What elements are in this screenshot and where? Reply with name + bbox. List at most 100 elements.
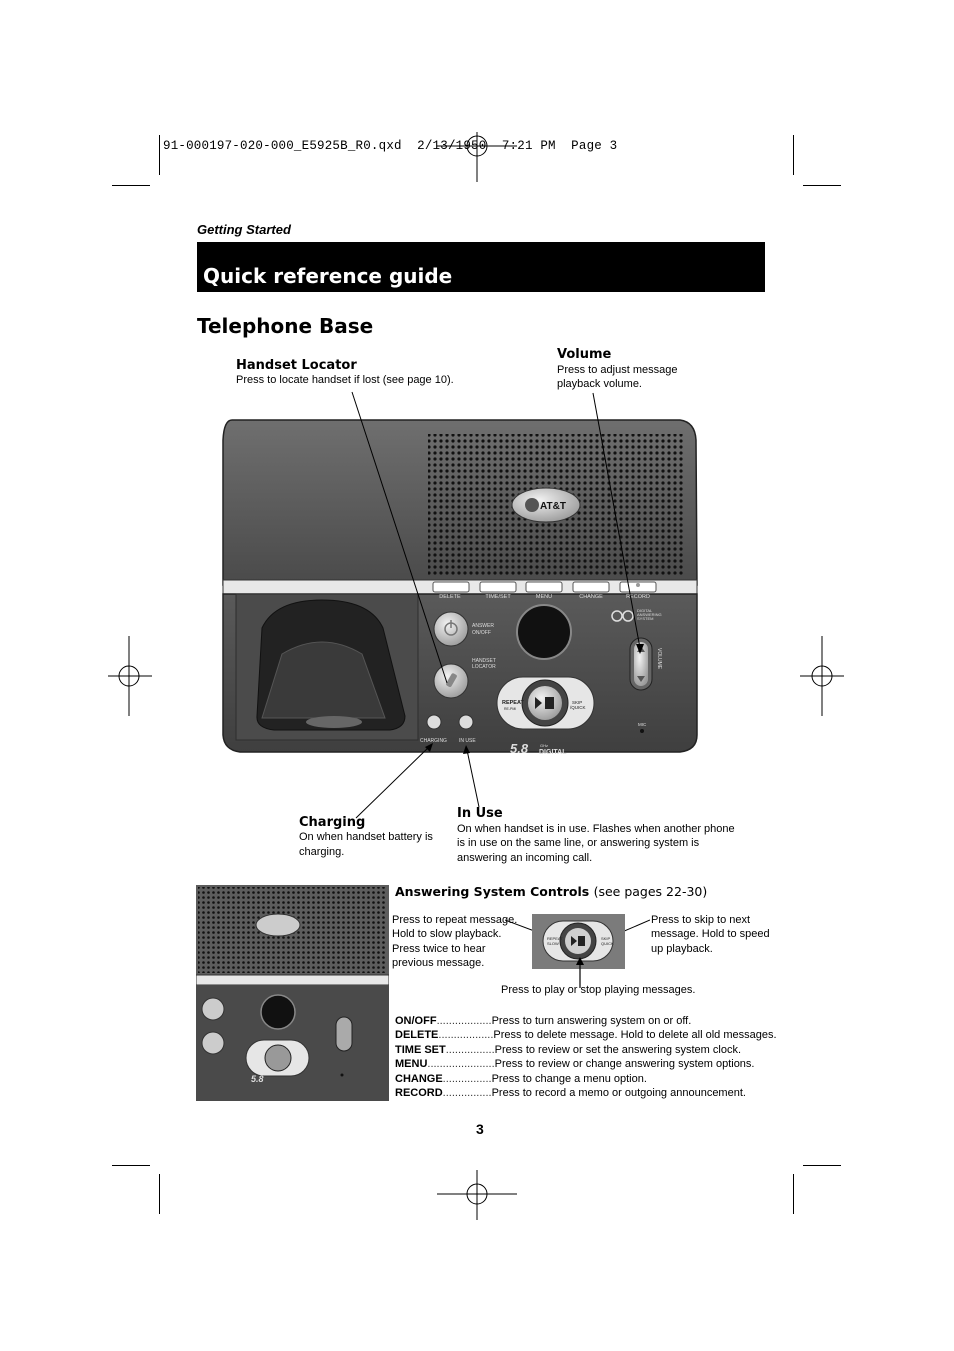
title-banner bbox=[197, 242, 765, 292]
handset-locator-title: Handset Locator bbox=[236, 358, 357, 373]
in-use-text-1: On when handset is in use. Flashes when … bbox=[457, 823, 735, 835]
skip-note-3: up playback. bbox=[651, 943, 713, 955]
section-label: Getting Started bbox=[197, 222, 291, 237]
repeat-note-4: previous message. bbox=[392, 957, 485, 969]
menu-label: MENU bbox=[536, 594, 552, 600]
in-use-text-2: is in use on the same line, or answering… bbox=[457, 837, 700, 849]
das-label-2: ANSWERING bbox=[637, 612, 662, 617]
telephone-base-illustration: AT&T DELETE TIME/SET MENU CHANGE RECORD … bbox=[222, 391, 698, 819]
volume-text-2: playback volume. bbox=[557, 378, 642, 390]
handset-locator-button-icon bbox=[433, 663, 469, 699]
control-key: MENU bbox=[395, 1058, 428, 1070]
repeat-note-1: Press to repeat message. bbox=[392, 914, 518, 926]
registration-mark-icon bbox=[108, 636, 152, 716]
volume-title: Volume bbox=[557, 347, 612, 362]
control-row-on-off: ON/OFF..................Press to turn an… bbox=[395, 1015, 691, 1027]
in-use-led bbox=[458, 714, 474, 730]
leader-line-locator bbox=[351, 391, 448, 684]
leader-line-charging bbox=[355, 744, 432, 819]
repeat-sub-label: RE-PMI bbox=[504, 707, 516, 711]
mic-label: MIC bbox=[638, 722, 647, 727]
small-repeat-label-1: REPEAT bbox=[547, 936, 563, 941]
control-desc: Press to change a menu option. bbox=[491, 1073, 647, 1085]
control-dots: ................ bbox=[442, 1087, 492, 1099]
small-skip-label-2: QUICK bbox=[601, 941, 614, 946]
control-dots: .................. bbox=[436, 1015, 492, 1027]
repeat-label: REPEAT bbox=[502, 700, 525, 706]
file-slug: 91-000197-020-000_E5925B_R0.qxd 2/13/195… bbox=[163, 139, 618, 153]
control-key: CHANGE bbox=[395, 1073, 443, 1085]
control-row-record: RECORD................Press to record a … bbox=[395, 1087, 746, 1099]
answering-controls-pages: (see pages 22-30) bbox=[593, 884, 708, 899]
small-base-thumbnail: 5.8 bbox=[196, 885, 389, 1101]
charging-text-2: charging. bbox=[299, 846, 345, 858]
control-desc: Press to turn answering system on or off… bbox=[491, 1015, 692, 1027]
control-desc: Press to review or set the answering sys… bbox=[494, 1044, 742, 1056]
locator-label-2: LOCATOR bbox=[472, 664, 496, 670]
answering-system-logo-icon bbox=[611, 610, 634, 622]
answer-button-icon bbox=[433, 611, 469, 647]
control-dots: .................. bbox=[438, 1029, 494, 1041]
control-dots: ...................... bbox=[427, 1058, 495, 1070]
small-repeat-label-2: SLOW bbox=[547, 941, 559, 946]
answering-controls-heading: Answering System Controls bbox=[395, 884, 590, 899]
handset-locator-text: Press to locate handset if lost (see pag… bbox=[236, 374, 454, 386]
ghz-label: GHz bbox=[540, 743, 548, 748]
mic-hole bbox=[640, 729, 644, 733]
control-key: DELETE bbox=[395, 1029, 439, 1041]
control-dots: ................ bbox=[445, 1044, 495, 1056]
control-row-menu: MENU......................Press to revie… bbox=[395, 1058, 754, 1070]
function-buttons bbox=[432, 581, 657, 593]
charging-text-1: On when handset battery is bbox=[299, 831, 433, 843]
volume-text-1: Press to adjust message bbox=[557, 364, 678, 376]
registration-mark-icon bbox=[437, 132, 517, 182]
change-label: CHANGE bbox=[579, 594, 603, 600]
page-title: Telephone Base bbox=[197, 314, 374, 338]
crop-mark bbox=[803, 185, 841, 186]
control-key: TIME SET bbox=[395, 1044, 446, 1056]
volume-label: VOLUME bbox=[656, 648, 662, 670]
answer-label-2: ON/OFF bbox=[472, 630, 491, 636]
banner-title: Quick reference guide bbox=[203, 264, 453, 288]
das-label-3: SYSTEM bbox=[637, 616, 653, 621]
control-desc: Press to review or change answering syst… bbox=[494, 1058, 755, 1070]
delete-label: DELETE bbox=[439, 594, 461, 600]
small-skip-label-1: SKIP bbox=[601, 936, 610, 941]
model-label: 5.8 bbox=[510, 741, 529, 756]
digital-label: DIGITAL bbox=[539, 749, 567, 756]
control-row-change: CHANGE................Press to change a … bbox=[395, 1073, 647, 1085]
registration-mark-icon bbox=[437, 1170, 517, 1220]
skip-note-2: message. Hold to speed bbox=[651, 928, 770, 940]
in-use-label: IN USE bbox=[459, 738, 476, 744]
brand-label: AT&T bbox=[540, 501, 566, 512]
control-dots: ................ bbox=[442, 1073, 492, 1085]
control-desc: Press to record a memo or outgoing annou… bbox=[491, 1087, 746, 1099]
crop-mark bbox=[159, 135, 160, 175]
control-desc: Press to delete message. Hold to delete … bbox=[493, 1029, 777, 1041]
control-row-time-set: TIME SET................Press to review … bbox=[395, 1044, 741, 1056]
charging-title: Charging bbox=[299, 815, 366, 830]
in-use-title: In Use bbox=[457, 806, 503, 821]
time-set-label: TIME/SET bbox=[485, 594, 511, 600]
message-display bbox=[516, 604, 572, 660]
record-label: RECORD bbox=[626, 594, 650, 600]
crop-mark bbox=[793, 1174, 794, 1214]
control-key: ON/OFF bbox=[395, 1015, 437, 1027]
att-logo-icon: AT&T bbox=[511, 487, 581, 523]
play-note: Press to play or stop playing messages. bbox=[501, 984, 696, 996]
skip-sub-label: /QUICK bbox=[570, 705, 586, 710]
answer-label-1: ANSWER bbox=[472, 623, 494, 629]
volume-rocker-icon bbox=[629, 637, 653, 691]
control-pad-detail: REPEAT SLOW SKIP QUICK bbox=[505, 914, 650, 988]
locator-label-1: HANDSET bbox=[472, 658, 496, 664]
play-control-pad bbox=[496, 676, 595, 730]
control-row-delete: DELETE..................Press to delete … bbox=[395, 1029, 777, 1041]
crop-mark bbox=[159, 1174, 160, 1214]
repeat-note-2: Hold to slow playback. bbox=[392, 928, 502, 940]
crop-mark bbox=[112, 1165, 150, 1166]
charging-label: CHARGING bbox=[420, 738, 447, 744]
registration-mark-icon bbox=[800, 636, 844, 716]
answering-controls-title: Answering System Controls (see pages 22-… bbox=[395, 884, 707, 899]
leader-line-volume bbox=[592, 392, 641, 649]
charging-led bbox=[426, 714, 442, 730]
